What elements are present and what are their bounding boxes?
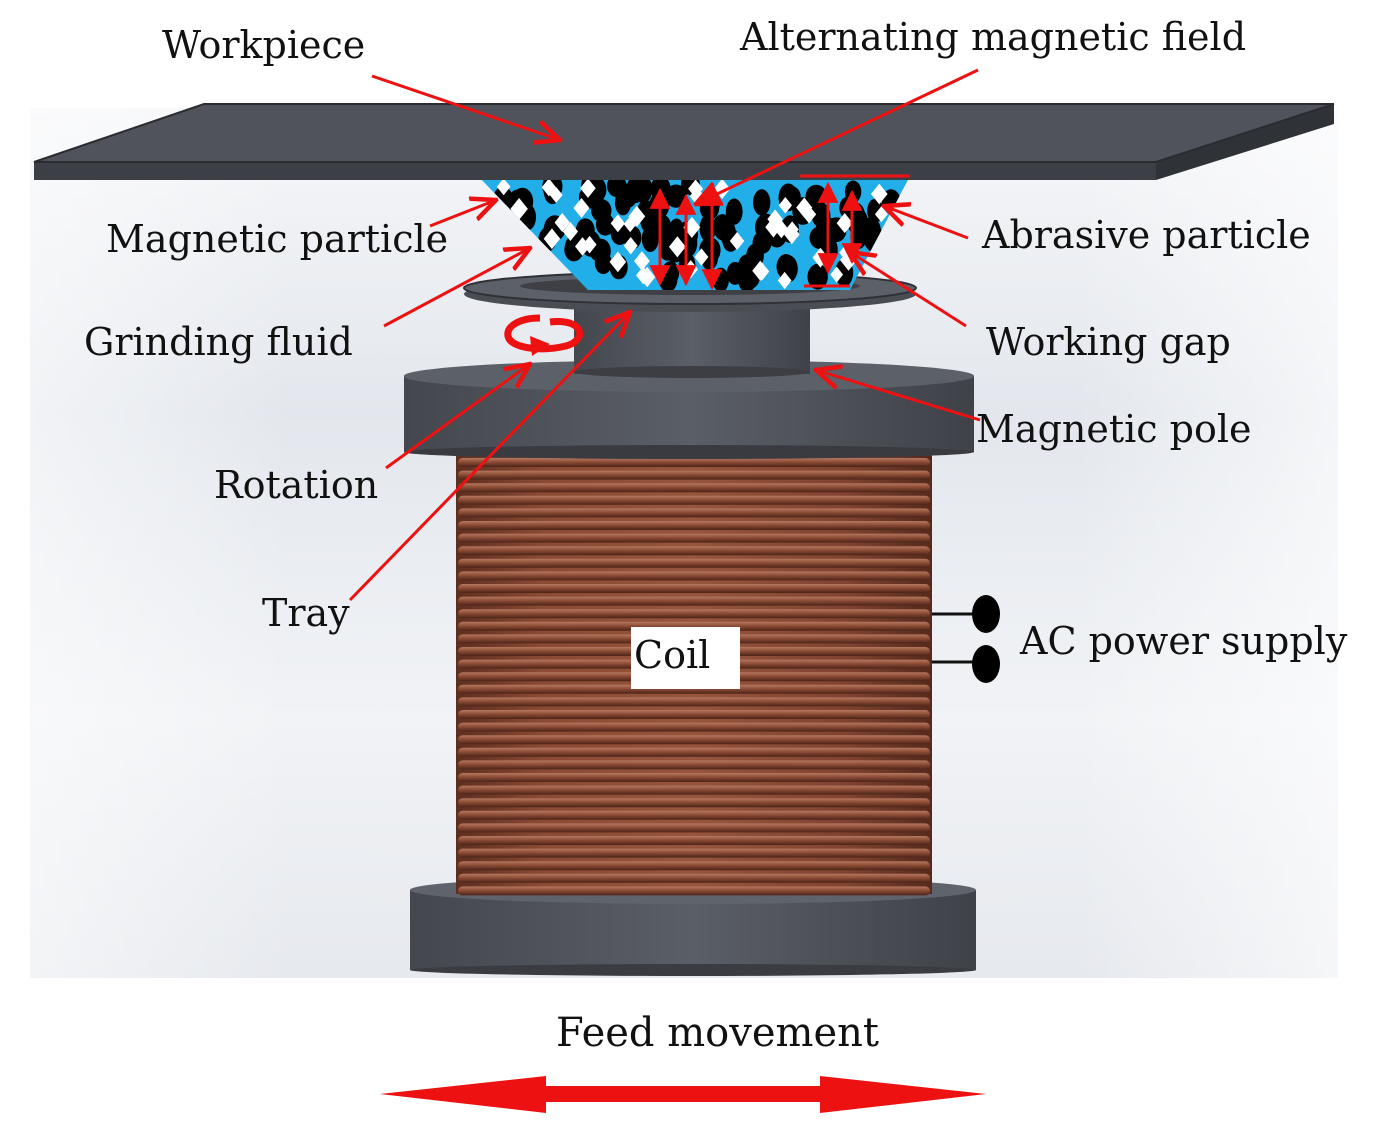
abrasive-particle: [777, 271, 792, 290]
abrasive-particle: [778, 197, 792, 214]
coil-wire-turn: [458, 810, 930, 820]
abrasive-particle: [573, 197, 590, 219]
coil-wire-turn: [458, 798, 930, 808]
abrasive-particle: [729, 231, 745, 251]
label-abrasive-particle: Abrasive particle: [981, 213, 1311, 257]
coil-wire-turn: [458, 873, 930, 883]
feed-movement-arrow-icon: [380, 1076, 986, 1113]
terminal-top: [972, 595, 1000, 633]
abrasive-particle-arrow: [884, 206, 969, 240]
abrasive-particle: [510, 197, 528, 220]
abrasive-particle: [870, 183, 888, 205]
abrasive-particle: [784, 224, 800, 245]
coil-wire-turn: [458, 848, 930, 858]
coil-wire-turn: [458, 609, 930, 619]
abrasive-particle: [562, 222, 579, 242]
abrasive-particle: [582, 235, 597, 254]
coil-wire-turn: [458, 546, 930, 556]
coil-wire-turn: [458, 621, 930, 631]
coil-wire-turn: [458, 710, 930, 719]
coil-wire-turn: [458, 836, 930, 845]
abrasive-particle: [628, 205, 646, 227]
label-workpiece: Workpiece: [162, 23, 365, 67]
label-tray: Tray: [262, 591, 350, 635]
abrasive-particle: [554, 212, 570, 233]
coil-wire-turn: [458, 785, 930, 795]
coil-wire-turn: [458, 861, 930, 871]
label-rotation: Rotation: [214, 463, 378, 507]
coil-wire-turn: [458, 886, 930, 896]
magnetic-particle: [595, 213, 615, 236]
label-magnetic-pole: Magnetic pole: [976, 407, 1251, 451]
coil-wire-turn: [458, 458, 930, 467]
label-magnetic-particle: Magnetic particle: [106, 217, 448, 261]
coil-wire-turn: [458, 823, 930, 833]
coil-wire-turn: [458, 684, 930, 694]
abrasive-particle: [752, 260, 769, 281]
field-lines: [649, 174, 910, 291]
coil-wire-turn: [458, 760, 930, 770]
label-alternating-field: Alternating magnetic field: [739, 15, 1246, 59]
abrasive-particle: [610, 214, 626, 233]
coil-wire-turn: [458, 508, 930, 518]
grinding-fluid-arrow: [383, 248, 530, 328]
abrasive-particle: [634, 251, 650, 271]
label-coil: Coil: [634, 633, 710, 677]
abrasive-particle: [496, 178, 511, 196]
coil-wire-turn: [458, 697, 930, 707]
abrasive-particle: [549, 186, 563, 204]
magnetic-particle: [712, 267, 729, 290]
rotation-label-arrow: [385, 364, 530, 470]
abrasive-particle: [767, 209, 783, 229]
coil-wire-turn: [458, 747, 930, 757]
label-working-gap: Working gap: [986, 320, 1231, 364]
magnetic-particle: [587, 177, 607, 203]
coil-label-box: [631, 627, 740, 689]
label-ac-power-supply: AC power supply: [1019, 619, 1348, 663]
terminal-bottom: [972, 645, 1000, 683]
coil-wire-turn: [458, 521, 930, 530]
power-terminals: [932, 595, 1000, 683]
rotation-arrow-icon: [504, 314, 584, 356]
abrasive-particle: [623, 237, 638, 255]
abrasive-particle: [609, 251, 627, 273]
annotation-arrows: [348, 68, 981, 602]
abrasive-particle: [580, 178, 596, 198]
abrasive-particle: [543, 228, 561, 250]
magnetic-particle: [753, 189, 771, 216]
magnetic-pole-arrow: [816, 370, 981, 422]
abrasive-particle: [541, 178, 557, 197]
label-feed-movement: Feed movement: [556, 1010, 879, 1056]
coil-wire-turn: [458, 735, 930, 745]
abrasive-particle: [830, 266, 844, 283]
tray-arrow: [348, 312, 630, 602]
field-arrow: [696, 68, 979, 204]
magnetic-particle: [661, 261, 680, 285]
coil-wire-turn: [458, 558, 930, 568]
coil-wire-turn: [458, 773, 930, 782]
labels: Workpiece Alternating magnetic field Mag…: [84, 15, 1348, 1056]
coil-wire-turn: [458, 722, 930, 732]
magnetic-particle: [725, 198, 743, 225]
abrasive-particle: [801, 205, 817, 224]
working-gap-arrow: [850, 252, 967, 328]
coil-wire-turn: [458, 470, 930, 480]
coil-wire-turn: [458, 533, 930, 543]
workpiece-plate: [33, 103, 1335, 180]
abrasive-particle: [623, 216, 637, 233]
coil-wire-turn: [458, 596, 930, 606]
coil-wire-turn: [458, 584, 930, 593]
workpiece-arrow: [371, 74, 560, 140]
coil-wire-turn: [458, 483, 930, 493]
coil-wire-turn: [458, 571, 930, 581]
magnetic-particle-arrow: [429, 200, 496, 228]
coil-wire-turn: [458, 495, 930, 505]
magnetic-particle: [620, 183, 638, 208]
label-grinding-fluid: Grinding fluid: [84, 320, 353, 364]
